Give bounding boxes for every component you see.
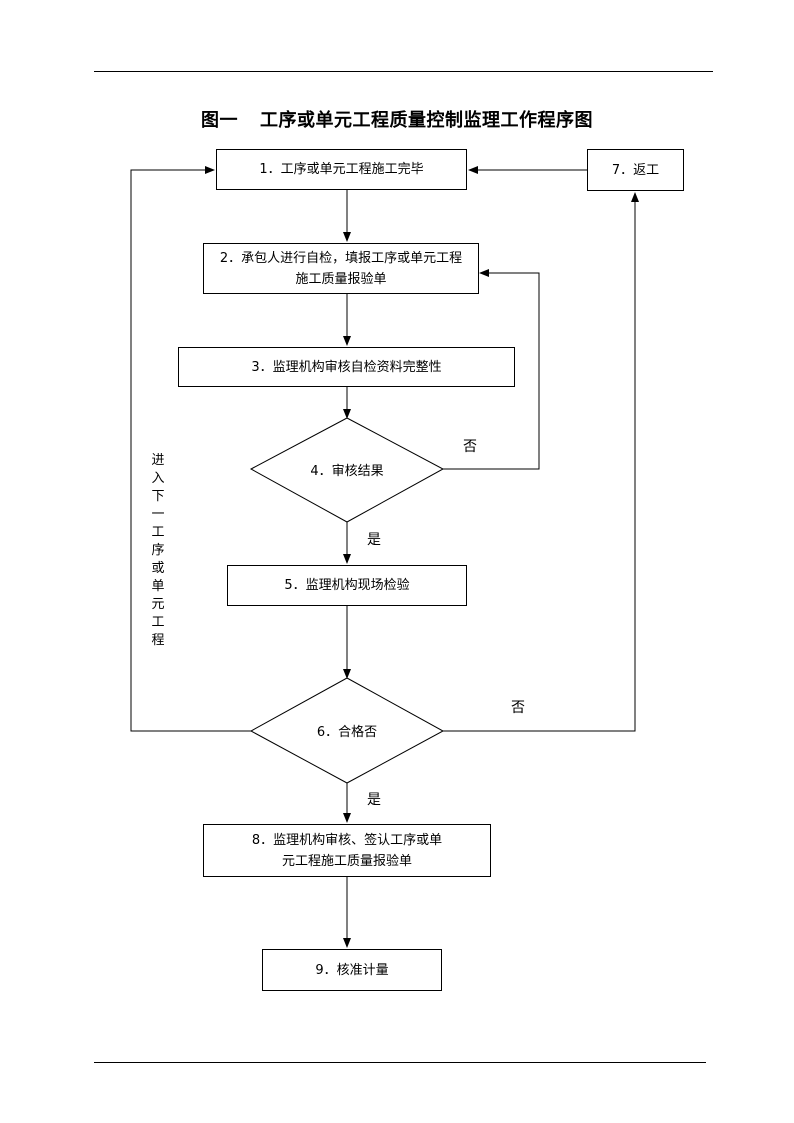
step-5-box: 5．监理机构现场检验 bbox=[227, 565, 467, 606]
decision-6-shape bbox=[249, 677, 445, 784]
edge-6-yes-label: 是 bbox=[367, 792, 381, 808]
bottom-rule bbox=[94, 1062, 706, 1063]
step-8-text-line2: 元工程施工质量报验单 bbox=[281, 853, 412, 869]
page-title: 图一 工序或单元工程质量控制监理工作程序图 bbox=[0, 106, 794, 132]
title-text: 工序或单元工程质量控制监理工作程序图 bbox=[260, 110, 593, 131]
step-8-box: 8．监理机构审核、签认工序或单 元工程施工质量报验单 bbox=[203, 824, 491, 877]
title-prefix: 图一 bbox=[201, 110, 238, 131]
step-1-text: 1．工序或单元工程施工完毕 bbox=[259, 162, 424, 177]
edge-6-no-label: 否 bbox=[511, 700, 525, 716]
step-7-text: 7．返工 bbox=[611, 162, 660, 178]
top-rule bbox=[94, 71, 713, 72]
step-8-text-line1: 8．监理机构审核、签认工序或单 bbox=[251, 832, 443, 848]
step-9-box: 9．核准计量 bbox=[262, 949, 442, 991]
step-2-box: 2．承包人进行自检，填报工序或单元工程 施工质量报验单 bbox=[203, 243, 479, 294]
step-9-text: 9．核准计量 bbox=[315, 962, 389, 978]
edge-6-no-7 bbox=[443, 192, 639, 732]
step-2-text-line2: 施工质量报验单 bbox=[295, 271, 387, 287]
step-7-box: 7．返工 bbox=[587, 149, 684, 191]
next-process-label: 进入下一工序或单元工程 bbox=[151, 453, 165, 648]
step-2-text-line1: 2．承包人进行自检，填报工序或单元工程 bbox=[219, 250, 463, 266]
step-3-text: 3．监理机构审核自检资料完整性 bbox=[251, 359, 442, 375]
step-3-box: 3．监理机构审核自检资料完整性 bbox=[178, 347, 515, 387]
step-1-box: 1．工序或单元工程施工完毕 bbox=[216, 149, 467, 190]
edge-6-next-1 bbox=[130, 166, 251, 732]
edge-4-no-2 bbox=[443, 269, 540, 470]
step-5-text: 5．监理机构现场检验 bbox=[284, 578, 410, 593]
decision-6-text: 6．合格否 bbox=[316, 725, 378, 740]
edge-4-no-label: 否 bbox=[463, 439, 477, 455]
edge-4-yes-label: 是 bbox=[367, 532, 381, 548]
decision-4-shape bbox=[249, 417, 445, 523]
decision-4-text: 4．审核结果 bbox=[310, 464, 384, 479]
